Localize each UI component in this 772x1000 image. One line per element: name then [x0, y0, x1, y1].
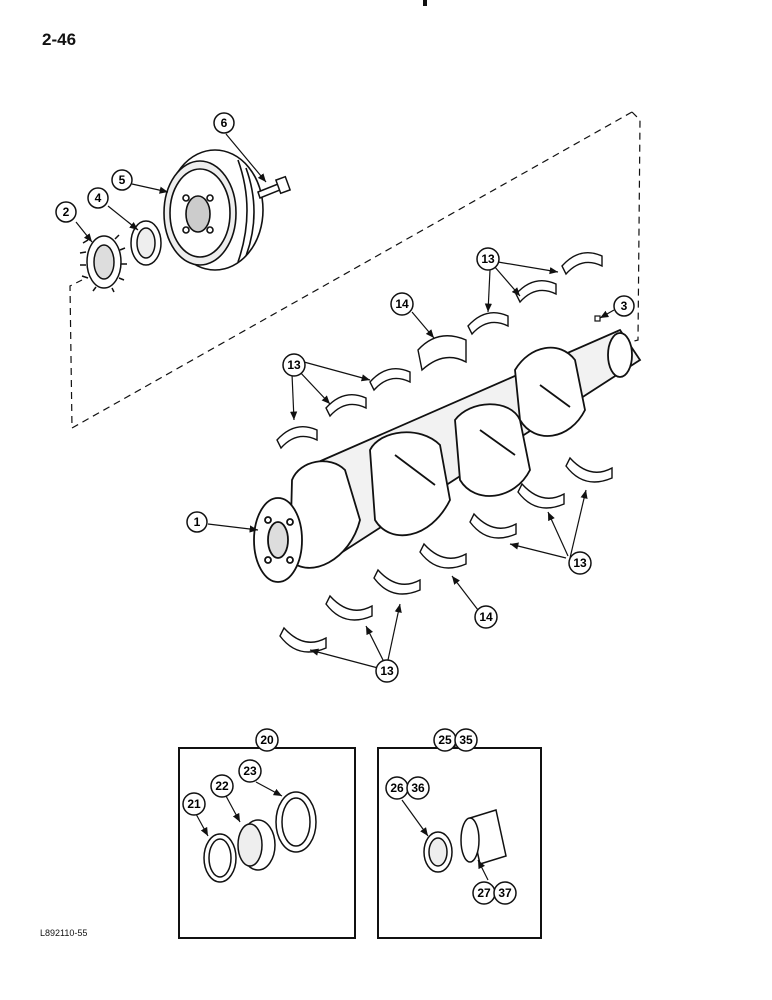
- svg-text:2: 2: [63, 205, 70, 219]
- callout-27: 27: [472, 881, 496, 905]
- svg-text:6: 6: [221, 116, 228, 130]
- callout-4: 4: [87, 187, 109, 209]
- dowel-pin: [594, 315, 601, 322]
- svg-text:14: 14: [395, 297, 409, 311]
- inset-rings: [203, 791, 317, 883]
- svg-text:26: 26: [390, 781, 404, 795]
- callouts: 1 2 3 4 5 6 13 14 13 13 14 13 20 21 22 2…: [55, 112, 635, 905]
- callout-25: 25: [433, 728, 457, 752]
- seal-ring: [130, 220, 162, 266]
- svg-text:13: 13: [380, 664, 394, 678]
- svg-text:23: 23: [243, 764, 257, 778]
- damper-pulley: [163, 149, 264, 271]
- pulley-bolt: [257, 175, 292, 199]
- svg-text:1: 1: [194, 515, 201, 529]
- svg-text:13: 13: [573, 556, 587, 570]
- callout-13-lower-left: 13: [375, 659, 399, 683]
- callout-37: 37: [493, 881, 517, 905]
- upper-bearing-shells: [276, 252, 603, 450]
- svg-text:13: 13: [287, 358, 301, 372]
- svg-text:27: 27: [477, 886, 491, 900]
- svg-text:14: 14: [479, 610, 493, 624]
- callout-14-lower: 14: [474, 605, 498, 629]
- callout-13-top-right: 13: [476, 247, 500, 271]
- svg-text:22: 22: [215, 779, 229, 793]
- callout-3: 3: [613, 295, 635, 317]
- svg-text:3: 3: [621, 299, 628, 313]
- leader-lines: [75, 133, 615, 669]
- callout-23: 23: [238, 759, 262, 783]
- callout-21: 21: [182, 792, 206, 816]
- callout-14-top: 14: [390, 292, 414, 316]
- crankshaft: [253, 328, 642, 583]
- callout-2: 2: [55, 201, 77, 223]
- callout-20: 20: [255, 728, 279, 752]
- drawing-code: L892110-55: [40, 928, 88, 938]
- callout-26: 26: [385, 776, 409, 800]
- page-number: 2-46: [42, 30, 77, 49]
- svg-text:25: 25: [438, 733, 452, 747]
- callout-35: 35: [454, 728, 478, 752]
- svg-text:13: 13: [481, 252, 495, 266]
- top-tick: [423, 0, 427, 6]
- svg-text:37: 37: [498, 886, 512, 900]
- inset-bushings: [423, 809, 507, 873]
- svg-text:4: 4: [95, 191, 102, 205]
- callout-13-top-left: 13: [282, 353, 306, 377]
- callout-22: 22: [210, 774, 234, 798]
- svg-text:5: 5: [119, 173, 126, 187]
- callout-6: 6: [213, 112, 235, 134]
- callout-13-lower-right: 13: [568, 551, 592, 575]
- callout-5: 5: [111, 169, 133, 191]
- svg-text:35: 35: [459, 733, 473, 747]
- svg-text:20: 20: [260, 733, 274, 747]
- callout-1: 1: [186, 511, 208, 533]
- inset-box-25-35: [377, 747, 542, 939]
- svg-text:21: 21: [187, 797, 201, 811]
- inset-leaders-20: [195, 740, 283, 837]
- lower-bearing-shells: [279, 456, 613, 653]
- svg-text:36: 36: [411, 781, 425, 795]
- timing-gear: [79, 234, 127, 293]
- callout-36: 36: [406, 776, 430, 800]
